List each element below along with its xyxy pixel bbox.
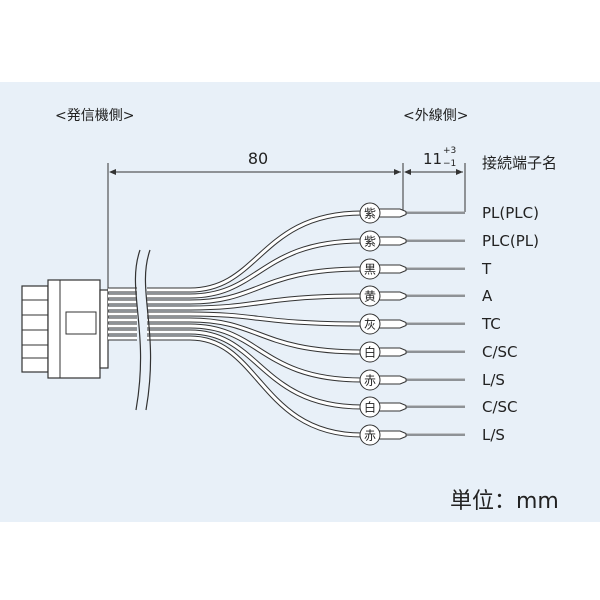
terminal-labels: PL(PLC) PLC(PL) TA TC C/SC L/S C/SC L/S <box>481 204 539 444</box>
tolerance-plus-label: +3 <box>443 146 456 156</box>
wire-core <box>108 330 363 409</box>
color-mark-circle <box>359 369 381 391</box>
terminal-label: L/S <box>482 371 505 389</box>
dimension-11-label: 11 <box>423 150 442 168</box>
color-mark-text: 白 <box>364 400 376 415</box>
transmitter-side-label: <発信機側> <box>55 108 134 124</box>
wire-core <box>108 211 363 292</box>
color-mark-circle <box>359 258 381 280</box>
terminal-label: L/S <box>482 426 505 444</box>
wire-core <box>108 312 363 326</box>
terminal-crimp <box>377 208 407 218</box>
terminal-label: PLC(PL) <box>482 232 539 250</box>
color-mark-text: 白 <box>364 345 376 360</box>
connector <box>21 279 109 379</box>
wires <box>108 208 465 440</box>
terminal-label: TC <box>481 315 501 333</box>
terminal-label: C/SC <box>482 398 518 416</box>
tolerance-minus-label: −1 <box>443 159 456 169</box>
color-mark-text: 灰 <box>364 318 376 332</box>
color-mark-circle <box>359 202 381 224</box>
wire-core <box>108 318 363 354</box>
color-mark-circle <box>359 424 381 446</box>
color-mark-circle <box>359 230 381 252</box>
terminal-name-header: 接続端子名 <box>482 154 557 172</box>
color-mark-text: 紫 <box>364 207 376 221</box>
color-mark-circle <box>359 396 381 418</box>
color-mark-text: 黒 <box>364 263 376 277</box>
color-mark-text: 紫 <box>364 235 376 249</box>
color-mark-text: 赤 <box>364 429 376 443</box>
terminal-crimp <box>377 402 407 412</box>
color-mark-text: 黄 <box>364 290 376 304</box>
terminal-crimp <box>377 347 407 357</box>
color-mark-circle <box>359 285 381 307</box>
terminal-label: T <box>481 260 492 278</box>
terminal-crimp <box>377 236 407 246</box>
dimension-80-label: 80 <box>248 149 268 168</box>
wire-core <box>108 239 363 298</box>
wire-core <box>108 336 363 437</box>
terminal-label: A <box>482 287 493 305</box>
wire-core <box>108 324 363 382</box>
terminal-label: PL(PLC) <box>482 204 539 222</box>
color-mark-circle <box>359 341 381 363</box>
wire-core <box>108 294 363 310</box>
terminal-crimp <box>377 430 407 440</box>
break-marks <box>134 249 152 411</box>
wire-core <box>108 267 363 304</box>
terminal-crimp <box>377 264 407 274</box>
unit-label: 単位：mm <box>450 489 559 514</box>
terminal-crimp <box>377 291 407 301</box>
external-line-side-label: <外線側> <box>403 108 468 124</box>
dimension-lines <box>107 163 466 330</box>
terminal-label: C/SC <box>482 343 518 361</box>
color-mark-circle <box>359 313 381 335</box>
terminal-crimp <box>377 375 407 385</box>
color-mark-text: 赤 <box>364 374 376 388</box>
terminal-crimp <box>377 319 407 329</box>
